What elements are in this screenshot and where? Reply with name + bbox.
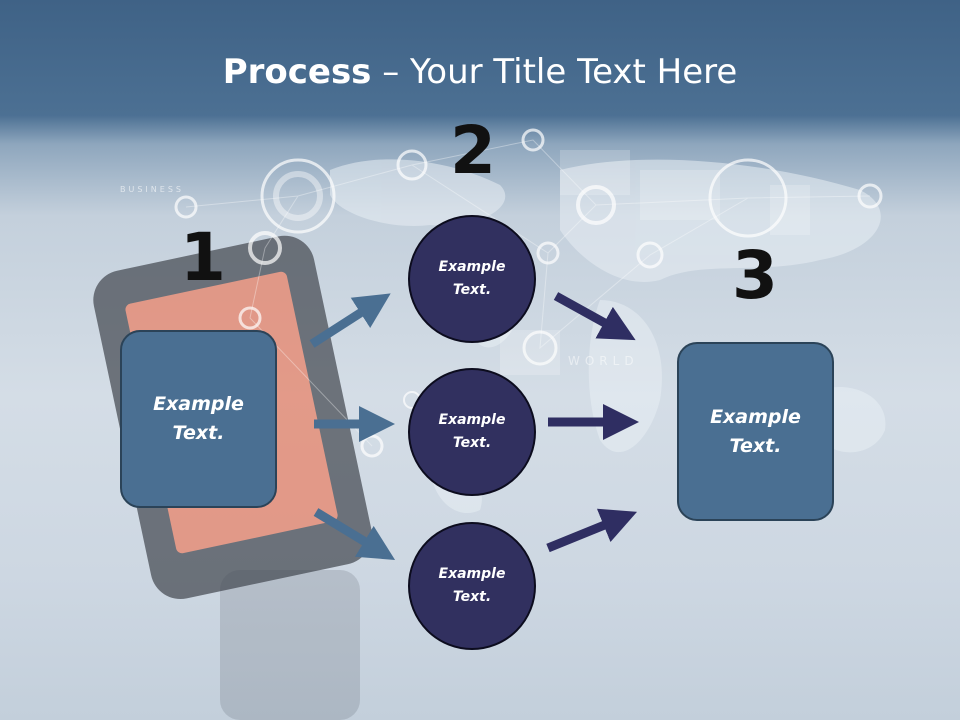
step-number-2: 2 <box>450 112 496 189</box>
left-box-text: Example Text. <box>153 393 244 444</box>
circle-bottom-text: Example Text. <box>438 566 506 605</box>
slide-title: Process – Your Title Text Here <box>0 52 960 92</box>
screen-panels <box>500 150 810 375</box>
arrow-top-to-right <box>553 292 636 341</box>
left-box[interactable]: Example Text. <box>120 330 277 508</box>
arrow-left-to-bottom <box>313 508 396 561</box>
arrow-left-to-top <box>309 293 391 348</box>
circle-top[interactable]: Example Text. <box>408 215 536 343</box>
right-box-text: Example Text. <box>710 405 801 457</box>
business-label: BUSINESS <box>120 185 184 194</box>
world-label: WORLD <box>568 354 639 368</box>
circle-middle-text: Example Text. <box>438 412 506 451</box>
step-number-3: 3 <box>732 237 778 314</box>
step-number-1: 1 <box>180 219 226 296</box>
circle-bottom[interactable]: Example Text. <box>408 522 536 650</box>
circle-middle[interactable]: Example Text. <box>408 368 536 496</box>
title-rest: – Your Title Text Here <box>371 52 738 92</box>
arrow-bottom-to-right <box>546 508 638 553</box>
right-box[interactable]: Example Text. <box>677 342 834 521</box>
network-lines <box>185 139 871 447</box>
circle-top-text: Example Text. <box>438 259 506 298</box>
network-nodes <box>174 128 883 458</box>
title-bold: Process <box>222 52 372 92</box>
phone-reflection <box>220 570 360 720</box>
